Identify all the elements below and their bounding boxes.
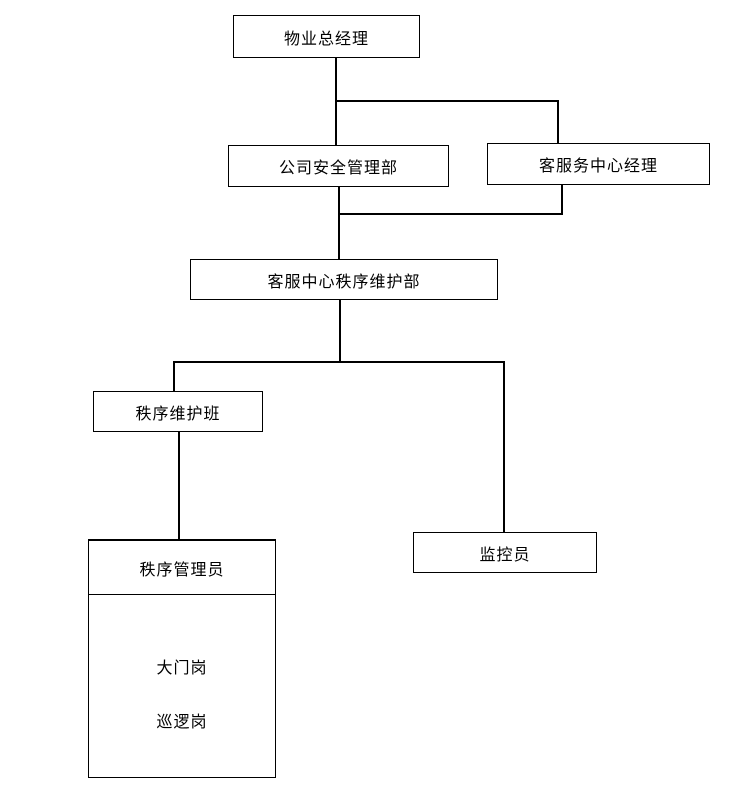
node-monitor: 监控员 <box>413 532 597 573</box>
connector-cs-manager-down <box>561 184 563 214</box>
posts-list: 大门岗 巡逻岗 <box>89 595 275 777</box>
node-order-team-label: 秩序维护班 <box>135 405 221 423</box>
node-general-manager: 物业总经理 <box>233 15 420 58</box>
post-patrol: 巡逻岗 <box>156 714 208 731</box>
node-order-admin-label: 秩序管理员 <box>139 561 225 579</box>
connector-safety-to-order-dept <box>338 186 340 260</box>
node-safety-dept-label: 公司安全管理部 <box>278 160 398 177</box>
connector-team-to-admin <box>178 431 180 540</box>
node-safety-dept: 公司安全管理部 <box>228 145 449 187</box>
connector-to-monitor <box>503 361 505 533</box>
node-monitor-label: 监控员 <box>479 546 531 564</box>
node-general-manager-label: 物业总经理 <box>283 30 369 48</box>
connector-gm-to-safety <box>335 58 337 146</box>
connector-order-dept-down <box>339 299 341 361</box>
connector-gm-branch-horizontal <box>335 100 559 102</box>
node-cs-center-manager: 客服务中心经理 <box>487 143 710 185</box>
node-cs-order-dept-label: 客服中心秩序维护部 <box>267 273 421 291</box>
connector-split-horizontal <box>173 361 504 363</box>
connector-merge-horizontal <box>338 213 563 215</box>
node-order-admin-group: 秩序管理员 大门岗 巡逻岗 <box>88 539 276 778</box>
post-gate: 大门岗 <box>156 660 208 677</box>
node-cs-order-dept: 客服中心秩序维护部 <box>190 259 498 300</box>
connector-to-order-team <box>173 361 175 392</box>
node-order-admin: 秩序管理员 <box>89 541 275 595</box>
node-cs-center-manager-label: 客服务中心经理 <box>538 158 658 175</box>
node-order-team: 秩序维护班 <box>93 391 263 432</box>
connector-to-cs-manager <box>557 100 559 145</box>
